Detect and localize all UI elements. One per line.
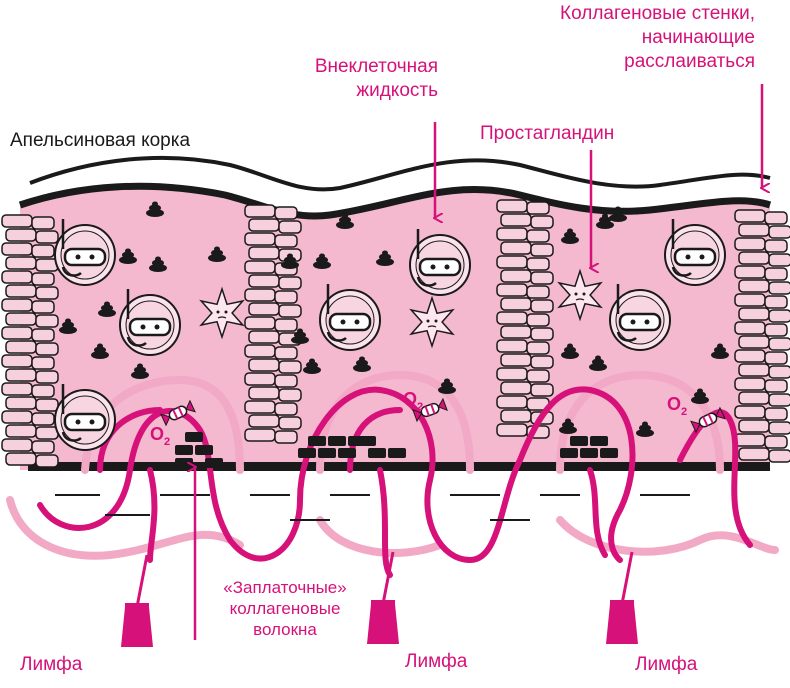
poop-icon: [59, 318, 77, 334]
poop-icon: [303, 358, 321, 374]
snorkel-fat-cell-icon: [54, 219, 116, 286]
o2-label-2: O: [403, 389, 417, 409]
snorkel-fat-cell-icon: [609, 284, 671, 351]
label-prostaglandin: Простагландин: [480, 123, 615, 144]
spiky-star-icon: [199, 286, 245, 340]
oxygen-labels: O 2 O 2 O 2: [150, 389, 687, 448]
poop-icon: [636, 421, 654, 437]
label-lymph-3: Лимфа: [635, 654, 698, 675]
label-lymph-2: Лимфа: [405, 651, 468, 672]
poop-icon: [291, 328, 309, 344]
broom-icon: [606, 551, 638, 644]
waste-icons: [59, 201, 729, 437]
poop-icon: [208, 246, 226, 262]
poop-icon: [609, 206, 627, 222]
broom-icon: [121, 554, 153, 647]
poop-icon: [561, 228, 579, 244]
patch-brick: [175, 458, 193, 468]
o2-label-3: O: [667, 394, 681, 414]
snorkel-fat-cell-icon: [664, 219, 726, 286]
svg-text:2: 2: [681, 406, 687, 418]
patch-brick: [388, 448, 406, 458]
candy-icon: [160, 399, 196, 427]
collagen-wall-center-left: [244, 204, 302, 444]
pointer-arrows: [195, 84, 762, 640]
poop-icon: [313, 253, 331, 269]
patch-brick: [368, 448, 386, 458]
tissue-base-line: [28, 462, 770, 471]
patch-brick: [175, 445, 193, 455]
label-orange-peel: Апельсиновая корка: [10, 130, 191, 151]
broom-icons: [121, 551, 638, 647]
poop-icon: [353, 356, 371, 372]
o2-label-1: O: [150, 424, 164, 444]
label-collagen-walls: Коллагеновые стенки, начинающие расслаив…: [560, 3, 755, 72]
candy-icons: [160, 397, 726, 434]
spiky-star-icon: [557, 268, 603, 322]
poop-icon: [691, 388, 709, 404]
poop-icon: [559, 418, 577, 434]
patch-brick: [308, 436, 326, 446]
poop-icon: [91, 343, 109, 359]
snorkel-fat-cell-icon: [319, 284, 381, 351]
spiky-star-icon: [409, 295, 455, 349]
patch-brick: [590, 436, 608, 446]
poop-icon: [711, 343, 729, 359]
label-lymph-1: Лимфа: [20, 654, 83, 675]
svg-text:2: 2: [164, 436, 170, 448]
patch-brick: [205, 458, 223, 468]
patch-brick: [600, 448, 618, 458]
poop-icon: [561, 343, 579, 359]
poop-icon: [281, 253, 299, 269]
patch-brick: [580, 448, 598, 458]
patch-brick: [195, 445, 213, 455]
poop-icon: [336, 213, 354, 229]
label-patch-fibers: «Заплаточные» коллагеновые волокна: [223, 578, 347, 639]
patch-brick: [298, 448, 316, 458]
svg-text:2: 2: [417, 401, 423, 413]
poop-icon: [596, 213, 614, 229]
patch-brick: [338, 448, 356, 458]
poop-icon: [131, 363, 149, 379]
snorkel-fat-cell-icon: [409, 229, 471, 296]
patch-brick: [318, 448, 336, 458]
poop-icon: [146, 201, 164, 217]
dash-marks: [55, 494, 690, 521]
patch-brick: [560, 448, 578, 458]
collagen-walls: [1, 199, 790, 468]
patch-brick: [358, 436, 376, 446]
collagen-wall-right: [734, 209, 790, 463]
collagen-wall-center-right: [496, 199, 554, 439]
snorkel-fat-cell-icon: [54, 384, 116, 451]
skin-inner-line: [18, 182, 772, 220]
poop-icon: [98, 301, 116, 317]
patch-brick: [570, 436, 588, 446]
skin-outer-line: [29, 155, 771, 192]
prostaglandin-icons: [199, 268, 603, 349]
candy-icon: [690, 406, 726, 434]
patch-brick: [185, 432, 203, 442]
poop-icon: [149, 256, 167, 272]
broom-icon: [367, 551, 399, 644]
poop-icon: [376, 250, 394, 266]
collagen-wall-left: [1, 214, 59, 468]
snorkel-fat-cell-icon: [119, 289, 181, 356]
poop-icon: [438, 378, 456, 394]
patch-collagen-fibers: [175, 432, 618, 468]
candy-icon: [412, 397, 448, 423]
poop-icon: [119, 248, 137, 264]
fat-cells: [54, 219, 726, 451]
poop-icon: [589, 355, 607, 371]
patch-brick: [328, 436, 346, 446]
label-extracellular-fluid: Внеклеточная жидкость: [314, 56, 438, 101]
